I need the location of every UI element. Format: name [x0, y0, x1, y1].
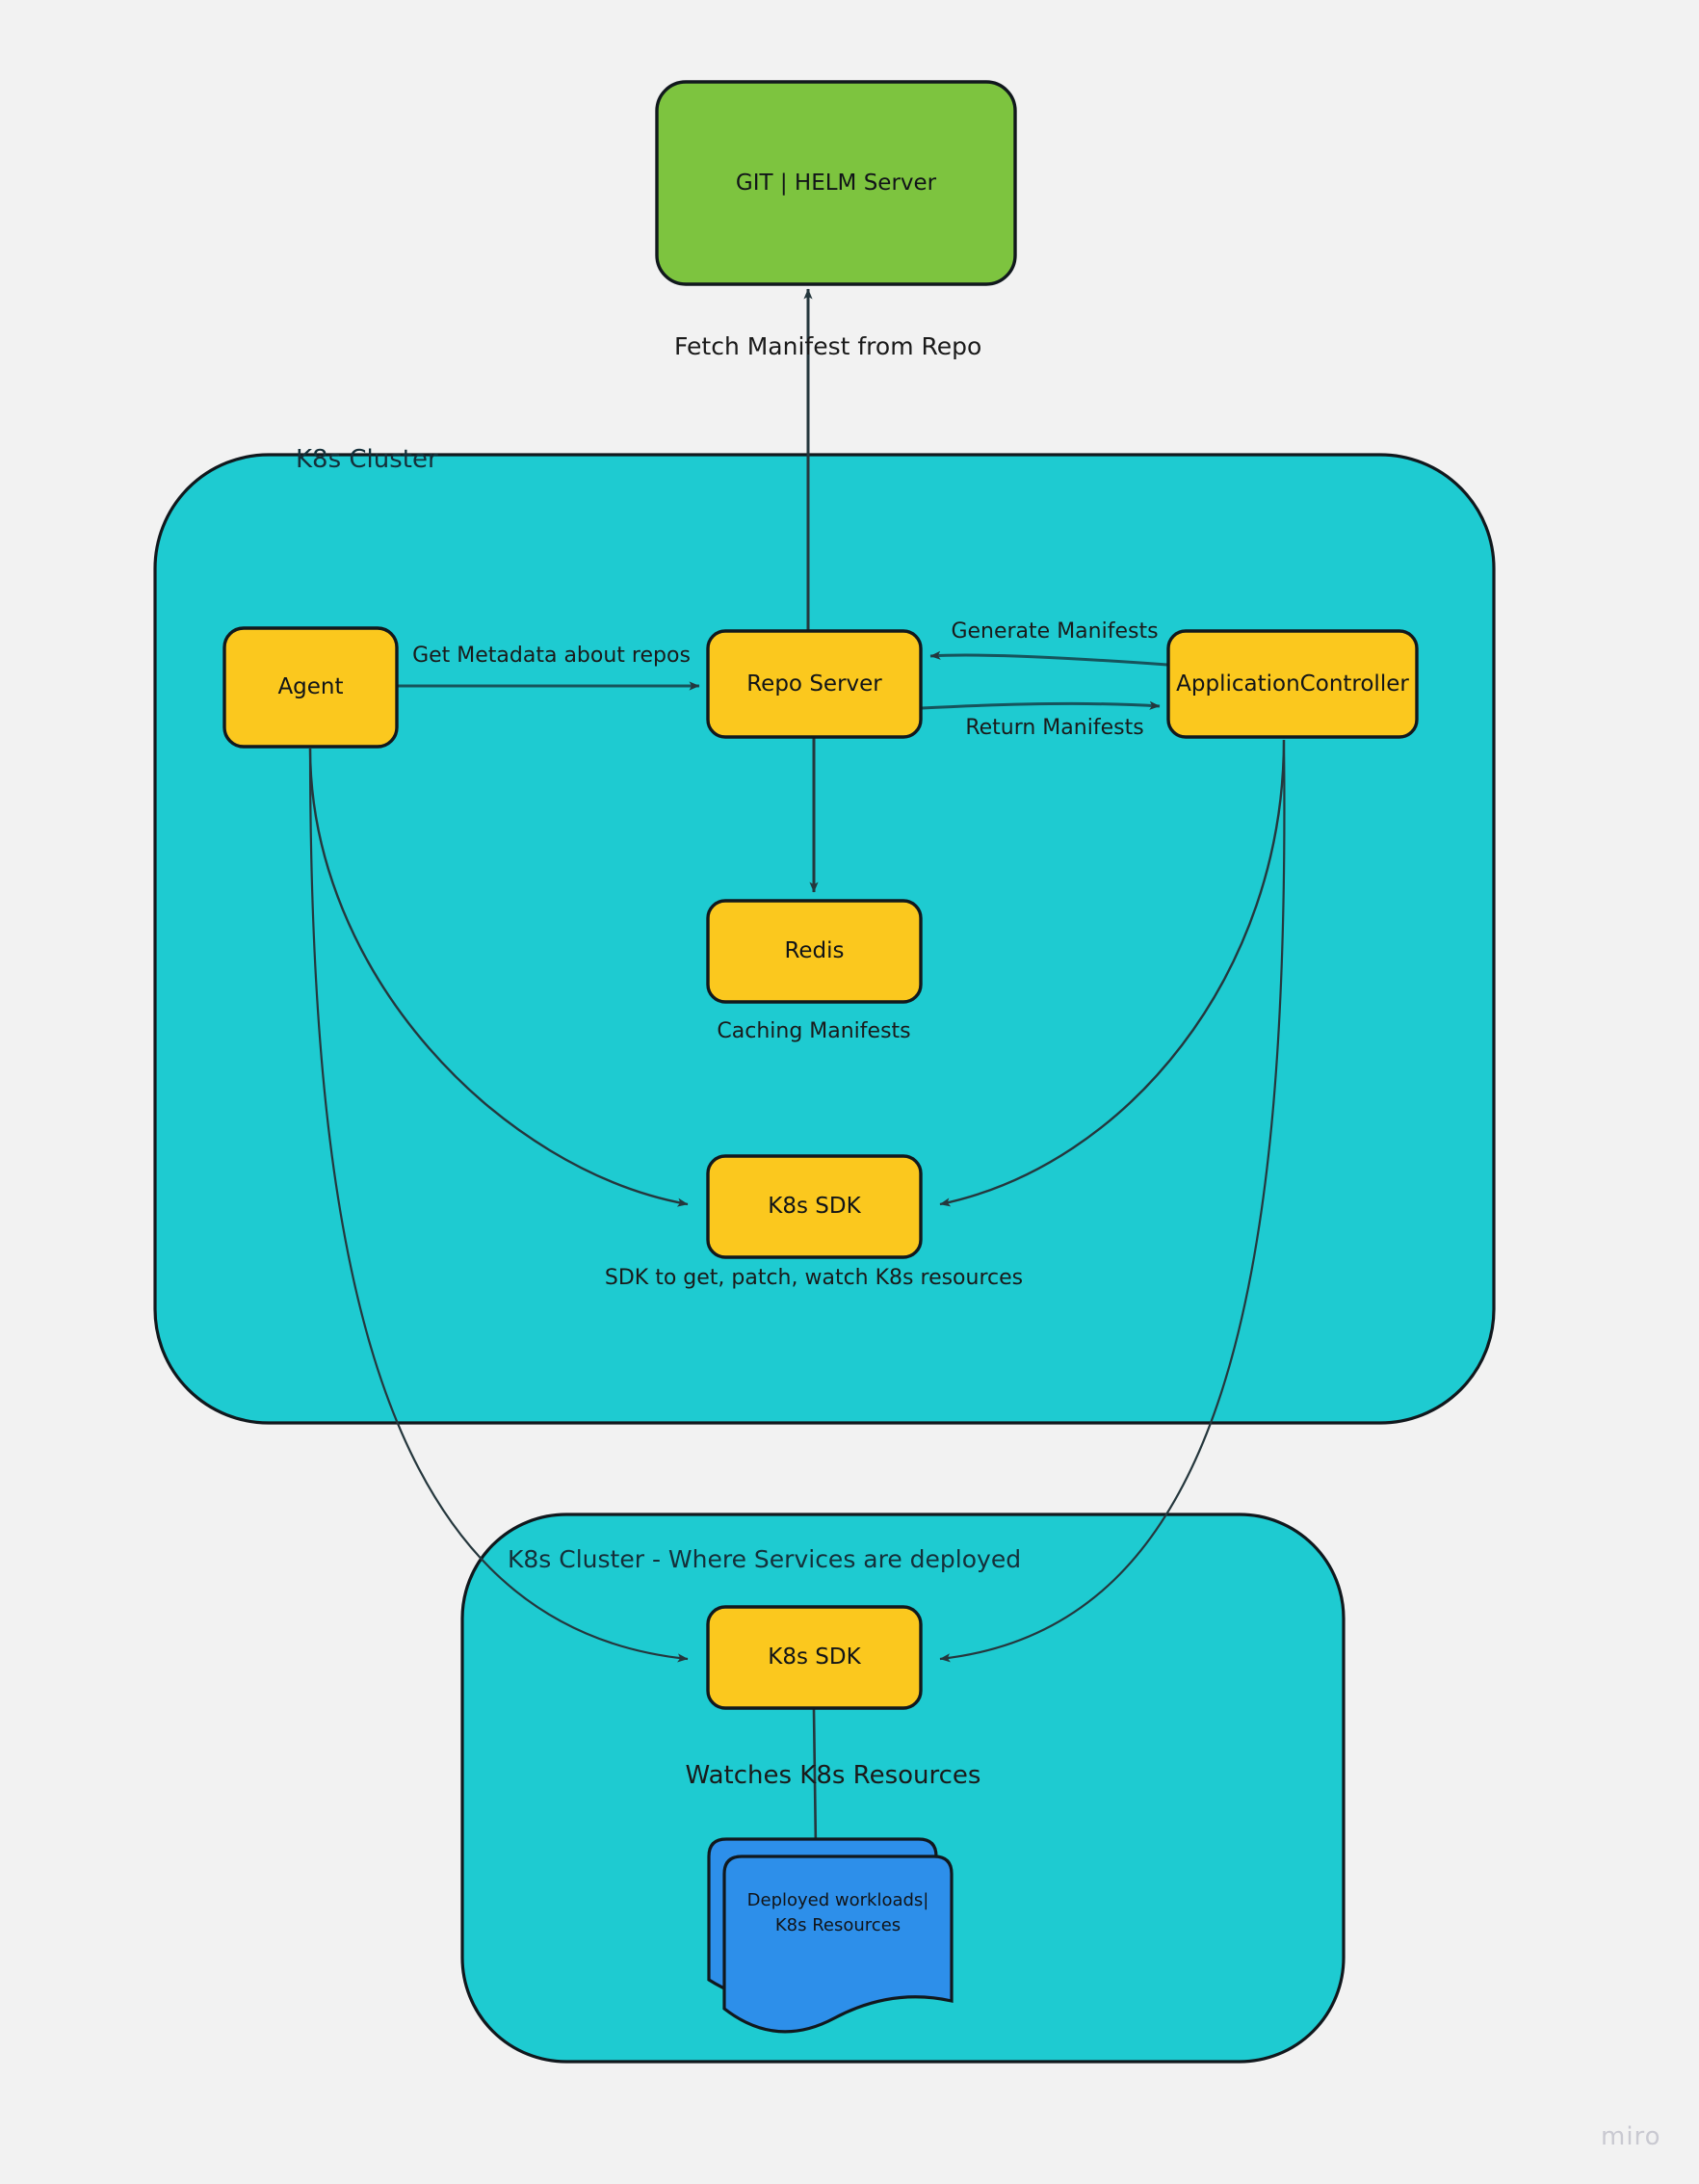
node-k8s-sdk-services-shape[interactable] — [706, 1605, 923, 1710]
edge-generate-manifests — [929, 650, 1168, 667]
edge-agent-to-k8s-sdk-services — [308, 748, 689, 1663]
edge-label-caching-manifests: Caching Manifests — [717, 1019, 911, 1043]
edge-label-generate-manifests: Generate Manifests — [951, 619, 1159, 644]
edge-appcontroller-to-k8s-sdk-main — [939, 739, 1286, 1207]
edge-label-get-metadata: Get Metadata about repos — [412, 644, 691, 668]
node-redis-shape[interactable] — [706, 899, 923, 1004]
edge-appcontroller-to-k8s-sdk-services — [939, 739, 1286, 1663]
edge-watches-k8s-resources — [811, 1708, 821, 1851]
edge-agent-to-k8s-sdk-main — [308, 748, 689, 1207]
edge-label-fetch-manifest: Fetch Manifest from Repo — [674, 332, 982, 360]
node-repo-server-shape[interactable] — [706, 629, 923, 739]
edge-label-watches-k8s-resources: Watches K8s Resources — [685, 1761, 981, 1790]
cluster-main-title: K8s Cluster — [296, 445, 438, 474]
node-agent-shape[interactable] — [222, 626, 399, 749]
node-k8s-sdk-main-shape[interactable] — [706, 1154, 923, 1259]
edge-label-sdk-description: SDK to get, patch, watch K8s resources — [604, 1266, 1024, 1290]
node-git-helm-server-shape[interactable] — [655, 80, 1017, 286]
cluster-services-shape[interactable] — [460, 1513, 1346, 2064]
node-application-controller-shape[interactable] — [1166, 629, 1419, 739]
cluster-services-title: K8s Cluster - Where Services are deploye… — [508, 1545, 1022, 1573]
edge-label-return-manifests: Return Manifests — [965, 716, 1144, 740]
edge-return-manifests — [921, 700, 1161, 710]
miro-watermark: miro — [1601, 2122, 1661, 2151]
node-deployed-workloads-shape[interactable] — [722, 1855, 954, 2034]
